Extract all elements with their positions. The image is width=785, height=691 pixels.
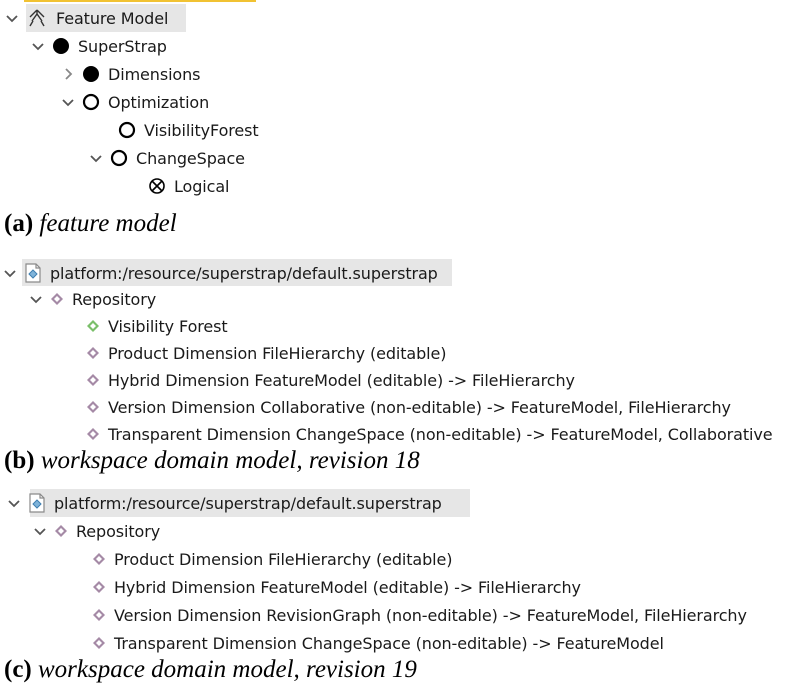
top-accent-line	[24, 0, 256, 2]
chevron-down-icon[interactable]	[4, 10, 20, 26]
xor-group-icon	[149, 178, 165, 194]
tree-node-label: Product Dimension FileHierarchy (editabl…	[114, 549, 453, 569]
tree-node-label: SuperStrap	[78, 36, 167, 56]
chevron-down-icon[interactable]	[30, 38, 46, 54]
chevron-down-icon[interactable]	[28, 291, 44, 307]
tree-node-label: Version Dimension RevisionGraph (non-edi…	[114, 605, 747, 625]
tree-node-optimization[interactable]: Optimization	[60, 89, 209, 115]
tree-node-resource[interactable]: platform:/resource/superstrap/default.su…	[6, 490, 442, 516]
tree-node-label: Repository	[72, 289, 157, 309]
selection-highlight	[22, 259, 452, 286]
diamond-icon	[87, 401, 99, 413]
tree-node-hybrid-dimension[interactable]: Hybrid Dimension FeatureModel (editable)…	[92, 574, 581, 600]
diamond-icon	[87, 428, 99, 440]
mandatory-feature-icon	[83, 66, 99, 82]
tree-node-visibility-forest[interactable]: Visibility Forest	[86, 313, 228, 339]
caption-text: feature model	[39, 210, 177, 237]
chevron-down-icon[interactable]	[60, 94, 76, 110]
tree-node-label: Hybrid Dimension FeatureModel (editable)…	[114, 577, 581, 597]
tree-node-label: ChangeSpace	[136, 148, 245, 168]
caption-a: (a) feature model	[4, 210, 177, 238]
tree-node-superstrap[interactable]: SuperStrap	[30, 33, 167, 59]
diamond-icon	[93, 581, 105, 593]
diamond-icon	[93, 553, 105, 565]
tree-node-label: VisibilityForest	[144, 120, 259, 140]
tree-node-transparent-dimension[interactable]: Transparent Dimension ChangeSpace (non-e…	[92, 630, 664, 656]
tree-node-logical[interactable]: Logical	[148, 173, 229, 199]
caption-letter: (a)	[4, 210, 34, 237]
tree-node-changespace[interactable]: ChangeSpace	[88, 145, 245, 171]
optional-feature-icon	[82, 93, 100, 111]
selection-highlight	[30, 489, 470, 517]
diamond-icon	[93, 637, 105, 649]
tree-node-label: Optimization	[108, 92, 210, 112]
tree-node-product-dimension[interactable]: Product Dimension FileHierarchy (editabl…	[86, 340, 447, 366]
chevron-down-icon[interactable]	[32, 523, 48, 539]
tree-node-label: Repository	[76, 521, 161, 541]
chevron-right-icon[interactable]	[60, 66, 76, 82]
resource-path: platform:/resource/superstrap/default.su…	[50, 263, 438, 283]
tree-node-dimensions[interactable]: Dimensions	[60, 61, 200, 87]
tree-node-label: Product Dimension FileHierarchy (editabl…	[108, 343, 447, 363]
optional-feature-icon	[118, 121, 136, 139]
tree-node-transparent-dimension[interactable]: Transparent Dimension ChangeSpace (non-e…	[86, 421, 773, 447]
chevron-down-icon[interactable]	[6, 495, 22, 511]
tree-node-label: Dimensions	[108, 64, 201, 84]
tree-node-hybrid-dimension[interactable]: Hybrid Dimension FeatureModel (editable)…	[86, 367, 575, 393]
resource-file-icon	[25, 263, 41, 283]
chevron-down-icon[interactable]	[88, 150, 104, 166]
caption-letter: (b)	[4, 447, 35, 474]
optional-feature-icon	[110, 149, 128, 167]
tree-node-visibilityforest[interactable]: VisibilityForest	[118, 117, 259, 143]
diamond-icon	[55, 525, 67, 537]
tree-node-label: Transparent Dimension ChangeSpace (non-e…	[114, 633, 664, 653]
diamond-icon	[87, 374, 99, 386]
tree-node-label: Version Dimension Collaborative (non-edi…	[108, 397, 731, 417]
mandatory-feature-icon	[53, 38, 69, 54]
caption-c: (c) workspace domain model, revision 19	[4, 656, 417, 684]
caption-text: workspace domain model, revision 18	[40, 447, 420, 474]
diamond-green-icon	[87, 320, 99, 332]
tree-node-label: Logical	[174, 176, 230, 196]
diamond-icon	[93, 609, 105, 621]
diamond-icon	[87, 347, 99, 359]
resource-path: platform:/resource/superstrap/default.su…	[54, 493, 442, 513]
tree-node-resource[interactable]: platform:/resource/superstrap/default.su…	[2, 260, 438, 286]
chevron-down-icon[interactable]	[2, 265, 18, 281]
tree-node-label: Feature Model	[56, 8, 169, 28]
diamond-icon	[51, 293, 63, 305]
tree-node-version-dimension[interactable]: Version Dimension RevisionGraph (non-edi…	[92, 602, 747, 628]
tree-node-repository[interactable]: Repository	[28, 286, 156, 312]
caption-letter: (c)	[4, 656, 32, 683]
caption-text: workspace domain model, revision 19	[38, 656, 417, 683]
tree-node-label: Visibility Forest	[108, 316, 228, 336]
tree-node-repository[interactable]: Repository	[32, 518, 160, 544]
tree-node-feature-model[interactable]: Feature Model	[4, 5, 168, 31]
tree-node-product-dimension[interactable]: Product Dimension FileHierarchy (editabl…	[92, 546, 453, 572]
tree-node-label: Hybrid Dimension FeatureModel (editable)…	[108, 370, 575, 390]
feature-model-icon	[29, 9, 45, 27]
tree-node-version-dimension[interactable]: Version Dimension Collaborative (non-edi…	[86, 394, 731, 420]
tree-node-label: Transparent Dimension ChangeSpace (non-e…	[108, 424, 773, 444]
resource-file-icon	[29, 493, 45, 513]
caption-b: (b) workspace domain model, revision 18	[4, 447, 420, 475]
selection-highlight	[26, 4, 186, 32]
